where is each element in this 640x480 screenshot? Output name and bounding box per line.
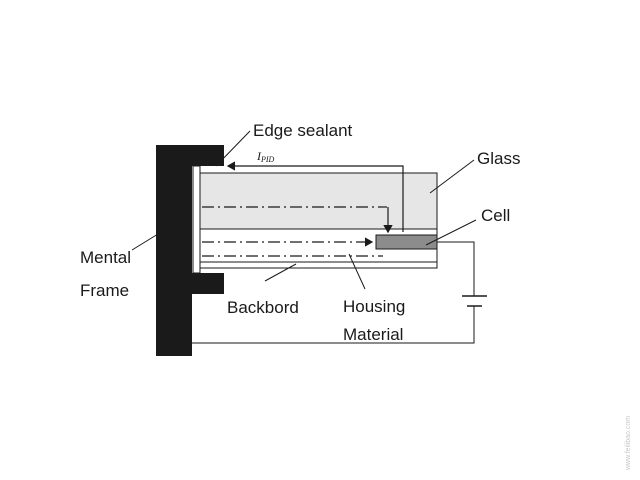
backbord-label: Backbord xyxy=(227,298,299,317)
backsheet-layer xyxy=(199,261,438,269)
ipid-current-loop xyxy=(226,161,404,232)
leader-glass xyxy=(429,159,475,194)
edge-sealant-strip xyxy=(192,165,201,274)
leader-housing xyxy=(348,253,366,290)
glass-layer xyxy=(199,172,438,230)
leader-frame xyxy=(131,233,159,251)
circuit-wire-frame xyxy=(192,306,475,344)
housing-label: Housing xyxy=(343,297,405,316)
leader-cell xyxy=(425,219,477,246)
cell-block xyxy=(375,234,438,250)
cell-label: Cell xyxy=(481,206,510,225)
leader-edge-sealant xyxy=(215,130,251,167)
mental-label: Mental xyxy=(80,248,131,267)
ipid-label: IPID xyxy=(256,149,275,164)
watermark: www.feilibao.com xyxy=(625,416,632,471)
circuit-wire-cell xyxy=(437,241,475,296)
frame-label: Frame xyxy=(80,281,129,300)
leader-backbord xyxy=(264,263,297,282)
edge-sealant-label: Edge sealant xyxy=(253,121,353,140)
material-label: Material xyxy=(343,325,403,344)
glass-label: Glass xyxy=(477,149,520,168)
metal-frame-shape xyxy=(156,145,224,356)
